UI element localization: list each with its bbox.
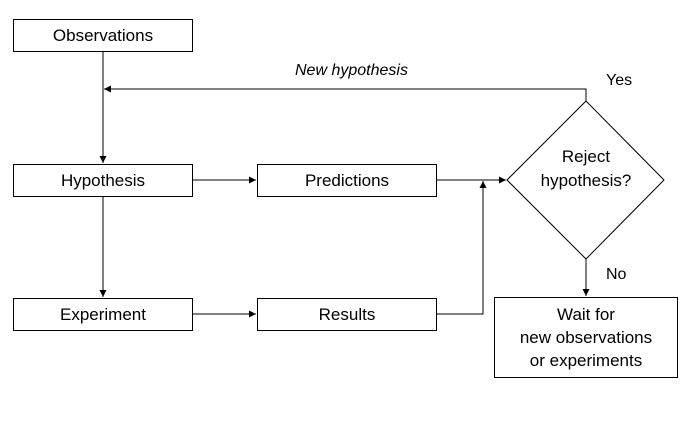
experiment-box: Experiment	[13, 298, 193, 331]
predictions-box: Predictions	[257, 164, 437, 197]
arrow-results-to-decision	[437, 181, 487, 315]
decision-line-1: Reject	[561, 147, 611, 166]
hypothesis-box: Hypothesis	[13, 164, 193, 197]
yes-label: Yes	[606, 72, 633, 89]
decision-line-2: hypothesis?	[540, 171, 632, 190]
wait-box: Wait for new observations or experiments	[494, 297, 678, 378]
observations-box: Observations	[13, 19, 193, 52]
hypothesis-label: Hypothesis	[60, 170, 146, 190]
observations-label: Observations	[52, 25, 154, 45]
wait-line-2: new observations	[519, 328, 653, 347]
new-hypothesis-label: New hypothesis	[295, 62, 408, 79]
no-label: No	[606, 266, 627, 283]
results-label: Results	[318, 304, 376, 324]
wait-line-1: Wait for	[557, 305, 615, 324]
predictions-label: Predictions	[304, 170, 390, 190]
results-box: Results	[257, 298, 437, 331]
decision-diamond	[506, 100, 665, 260]
arrow-yes-new-hypothesis-loop	[104, 85, 587, 101]
experiment-label: Experiment	[60, 304, 146, 324]
decision-text: Reject hypothesis?	[516, 145, 656, 193]
wait-line-3: or experiments	[529, 351, 643, 370]
wait-text: Wait for new observations or experiments	[520, 303, 652, 372]
